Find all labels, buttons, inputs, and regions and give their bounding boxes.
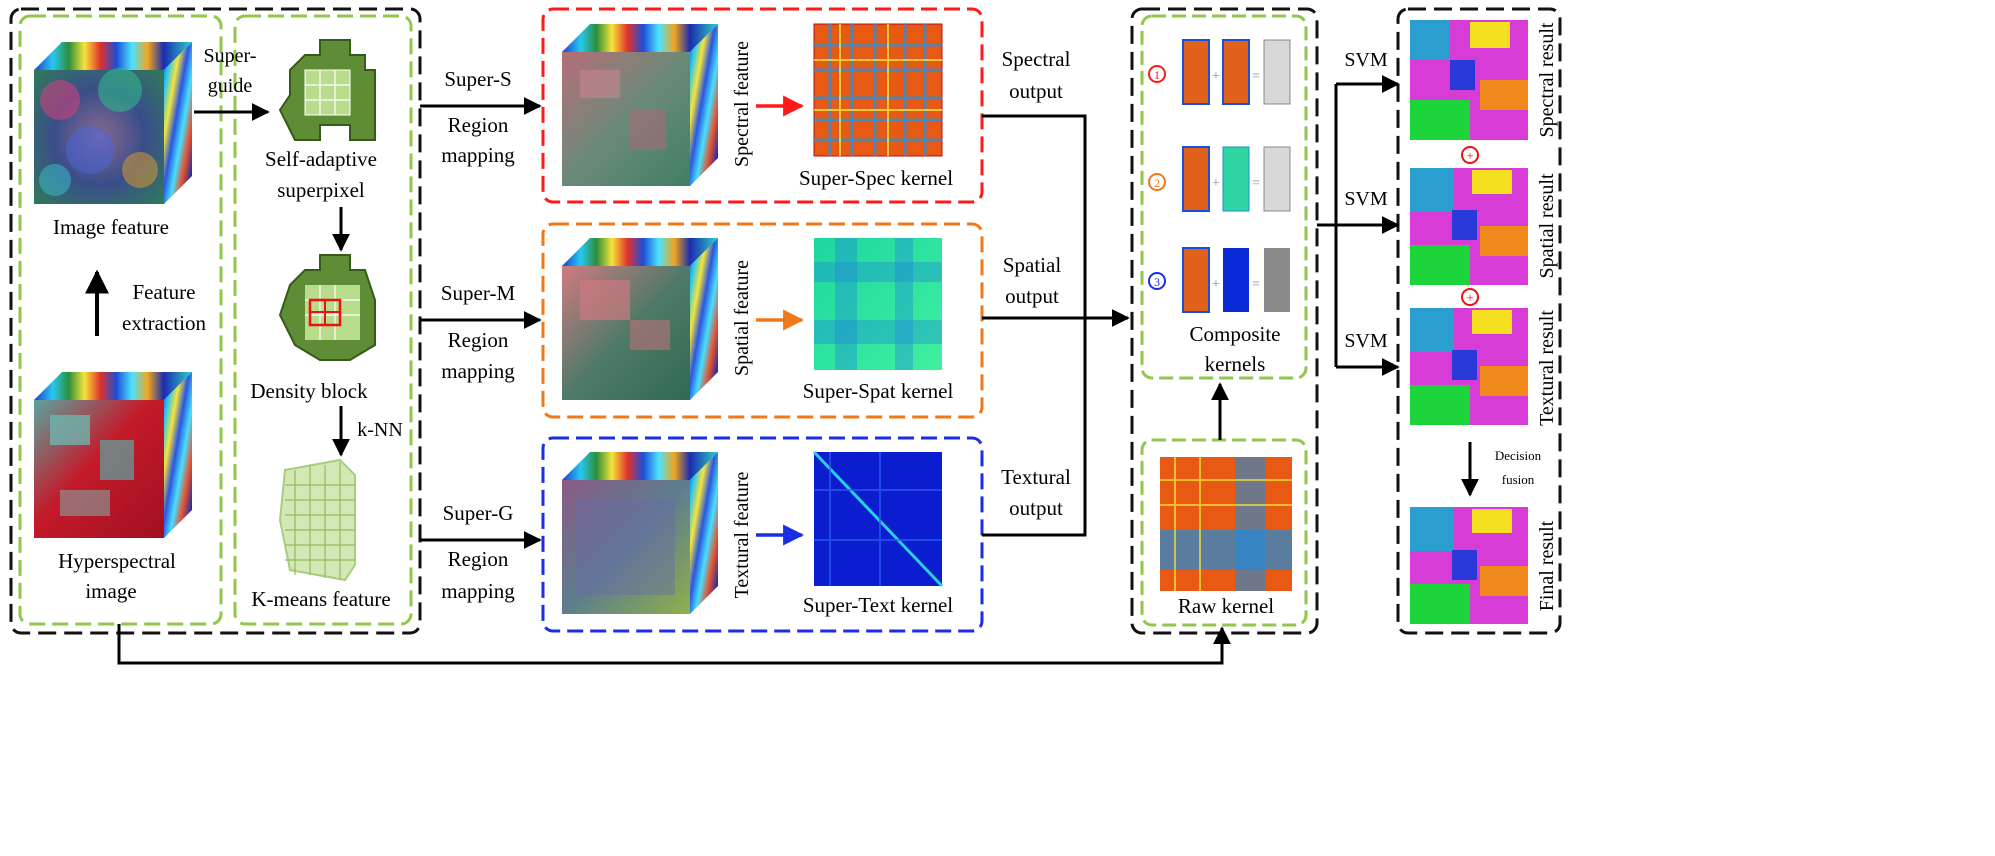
density-block-grid [278, 254, 376, 361]
spectral-output-label-line1: Spectral [1002, 47, 1071, 71]
spatial-output-label-line1: Spatial [1003, 253, 1061, 277]
composite-marker-3 [1148, 272, 1166, 290]
composite-row-3-plus: + [1212, 277, 1220, 292]
textural-feature-label: Textural feature [731, 471, 753, 598]
svm-label-spatial: SVM [1344, 188, 1388, 210]
final-result-label: Final result [1536, 520, 1558, 611]
feature-extraction-label-line2: extraction [122, 311, 206, 335]
input-subpanel-border [18, 14, 223, 626]
superpixel-subpanel-border [233, 14, 413, 626]
composite-row-1-plus: + [1212, 69, 1220, 84]
spatial-region-label-line1: Region [448, 328, 509, 352]
decision-fusion-label-line2: fusion [1502, 472, 1535, 487]
image-feature-label: Image feature [53, 215, 169, 239]
results-panel-border [1396, 7, 1562, 635]
spectral-feature-label: Spectral feature [731, 41, 753, 167]
composite-marker-1-label: 1 [1154, 68, 1160, 82]
composite-row-1: 1 + = [1148, 39, 1291, 105]
textural-output-connector [982, 318, 1087, 537]
decision-fusion-label-line1: Decision [1495, 448, 1542, 463]
spectral-region-label-line1: Region [448, 113, 509, 137]
feature-extraction-label-line1: Feature [133, 280, 196, 304]
composite-row-2-equals: = [1252, 176, 1260, 191]
self-adaptive-label-line2: superpixel [277, 178, 365, 202]
composite-marker-1 [1148, 65, 1166, 83]
spatial-region-label-line2: mapping [441, 359, 515, 383]
textural-image-cube [562, 452, 718, 614]
super-spec-kernel-label: Super-Spec kernel [799, 166, 953, 190]
textural-output-label-line2: output [1009, 496, 1063, 520]
spectral-output-label-line2: output [1009, 79, 1063, 103]
super-spat-kernel-matrix [814, 238, 942, 370]
spectral-output-connector [982, 114, 1087, 318]
super-guide-label-line2: guide [208, 75, 253, 97]
density-block-label: Density block [250, 379, 368, 403]
super-text-kernel-label: Super-Text kernel [803, 593, 953, 617]
self-adaptive-label-line1: Self-adaptive [265, 147, 377, 171]
composite-row-2-plus: + [1212, 176, 1220, 191]
fusion-plus-2-symbol: + [1466, 290, 1473, 305]
hyperspectral-label-line1: Hyperspectral [58, 549, 176, 573]
raw-kernel-label: Raw kernel [1178, 594, 1274, 618]
kernel-panel-border [1130, 7, 1319, 635]
composite-marker-3-label: 3 [1154, 275, 1160, 289]
super-guide-label-line1: Super- [204, 45, 257, 67]
framework-diagram: Image feature Feature extraction Hypersp… [9, 7, 1562, 665]
super-spat-kernel-label: Super-Spat kernel [803, 379, 954, 403]
composite-marker-2-label: 2 [1154, 176, 1160, 190]
composite-marker-2 [1148, 173, 1166, 191]
spatial-feature-label: Spatial feature [731, 260, 753, 376]
textural-output-label-line1: Textural [1001, 465, 1071, 489]
spectral-branch-border [541, 7, 984, 204]
spectral-result-label: Spectral result [1536, 22, 1558, 137]
super-text-kernel-matrix [812, 450, 944, 588]
spatial-result-map [1410, 168, 1528, 285]
textural-region-label-line1: Region [448, 547, 509, 571]
spatial-branch-border [541, 222, 984, 419]
raw-kernel-matrix [1160, 457, 1292, 591]
super-m-label: Super-M [441, 281, 516, 305]
spatial-image-cube [562, 238, 718, 400]
svm-label-textural: SVM [1344, 330, 1388, 352]
composite-row-2: 2 + = [1148, 146, 1291, 212]
spectral-image-cube [562, 24, 718, 186]
spatial-result-label: Spatial result [1536, 173, 1558, 278]
spatial-output-label-line2: output [1005, 284, 1059, 308]
fusion-plus-1-symbol: + [1466, 148, 1473, 163]
composite-row-1-equals: = [1252, 69, 1260, 84]
super-g-label: Super-G [443, 501, 514, 525]
kmeans-feature-grid [278, 458, 356, 582]
composite-row-3: 3 + = [1148, 247, 1290, 313]
composite-kernels-label-line2: kernels [1205, 352, 1266, 376]
super-spec-kernel-matrix [813, 23, 943, 157]
self-adaptive-superpixel-grid [278, 39, 376, 141]
composite-kernels-label-line1: Composite [1189, 322, 1280, 346]
fusion-plus-1 [1461, 146, 1479, 164]
kmeans-feature-label: K-means feature [251, 587, 390, 611]
hyperspectral-to-raw-kernel-connector [117, 624, 1231, 665]
composite-kernels-subpanel [1140, 14, 1308, 380]
image-feature-cube [34, 42, 192, 204]
knn-label: k-NN [357, 419, 403, 441]
final-result-map [1410, 507, 1528, 624]
hyperspectral-label-line2: image [85, 579, 136, 603]
textural-result-label: Textural result [1536, 310, 1558, 426]
fusion-plus-2 [1461, 288, 1479, 306]
super-s-label: Super-S [444, 67, 511, 91]
hyperspectral-image-cube [34, 372, 192, 538]
spectral-result-map [1410, 20, 1528, 140]
textural-result-map [1410, 308, 1528, 425]
spectral-region-label-line2: mapping [441, 143, 515, 167]
svm-label-spectral: SVM [1344, 49, 1388, 71]
textural-region-label-line2: mapping [441, 579, 515, 603]
raw-kernel-subpanel [1140, 438, 1308, 627]
composite-row-3-equals: = [1252, 277, 1260, 292]
